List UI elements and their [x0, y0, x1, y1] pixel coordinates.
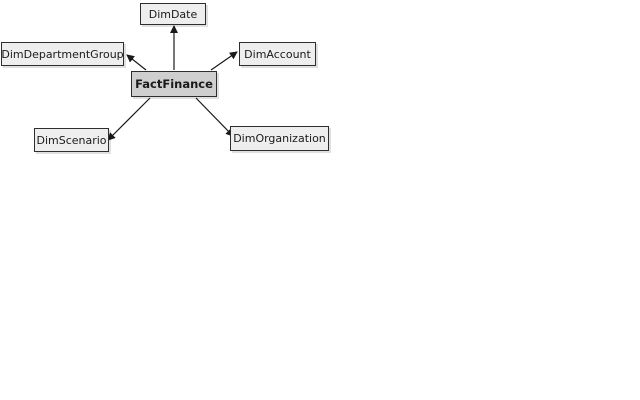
node-dimdepartmentgroup[interactable]: DimDepartmentGroup — [1, 42, 124, 66]
node-dimdate[interactable]: DimDate — [140, 3, 206, 25]
node-label: DimDepartmentGroup — [1, 47, 124, 61]
node-dimaccount[interactable]: DimAccount — [239, 42, 316, 66]
node-label: DimScenario — [36, 133, 107, 147]
node-label: FactFinance — [135, 77, 213, 91]
node-dimorganization[interactable]: DimOrganization — [230, 126, 329, 151]
edge-to-dimorganization — [195, 97, 234, 137]
node-label: DimDate — [148, 7, 198, 21]
node-dimscenario[interactable]: DimScenario — [34, 128, 109, 152]
node-factfinance[interactable]: FactFinance — [131, 71, 217, 97]
edge-to-dimdepartmentgroup — [126, 54, 147, 71]
edge-to-dimscenario — [107, 97, 151, 141]
edge-to-dimaccount — [210, 51, 238, 71]
node-label: DimAccount — [244, 47, 311, 61]
node-label: DimOrganization — [233, 132, 326, 145]
